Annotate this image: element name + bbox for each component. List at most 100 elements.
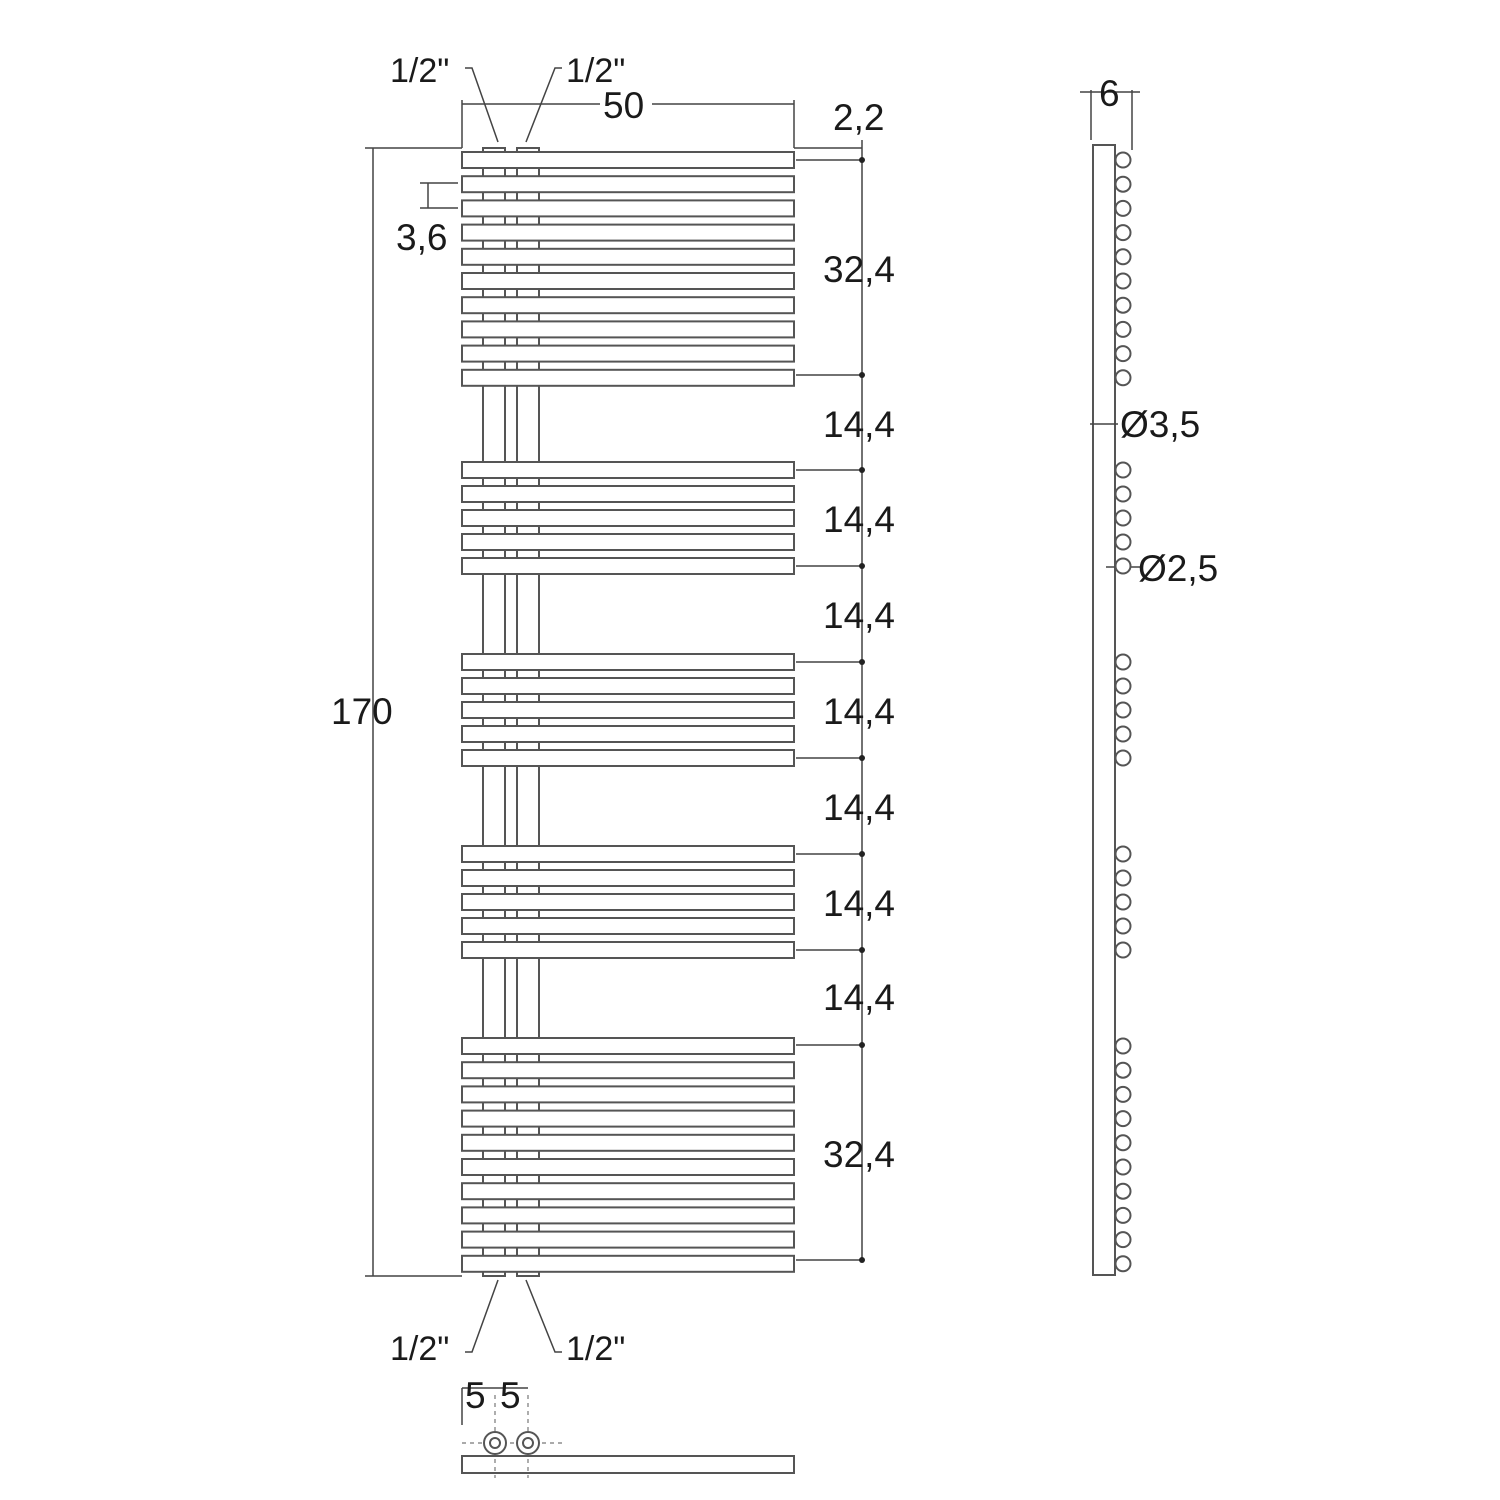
heating-bar [461, 151, 795, 169]
bar-section [1114, 461, 1132, 479]
heating-bar [461, 917, 795, 935]
bar-section [1114, 1134, 1132, 1152]
bar-section [1114, 533, 1132, 551]
heating-bar [461, 701, 795, 719]
dimension-tick [859, 467, 865, 473]
dimension-tick [859, 755, 865, 761]
heating-bar [461, 175, 795, 194]
dimension-tick [859, 1042, 865, 1048]
heating-bar [461, 247, 795, 266]
heating-bars [461, 151, 795, 1273]
bar-section [1114, 1231, 1132, 1249]
heating-bar [461, 461, 795, 479]
heating-bar [461, 509, 795, 527]
bar-section [1114, 749, 1132, 767]
heating-bar [461, 653, 795, 671]
label-gap-6: 14,4 [823, 883, 895, 924]
dimension-tick [859, 851, 865, 857]
heating-bar [461, 1133, 795, 1152]
label-bottom-offset-left: 5 [465, 1375, 486, 1416]
heating-bar [461, 1158, 795, 1176]
heating-bar [461, 272, 795, 290]
heating-bar [461, 557, 795, 575]
heating-bar [461, 1037, 795, 1055]
bar-section [1114, 1037, 1132, 1055]
heating-bar [461, 845, 795, 863]
bar-section [1114, 941, 1132, 959]
label-gap-4: 14,4 [823, 691, 895, 732]
bar-section [1114, 369, 1132, 387]
label-connection-bottom-left: 1/2" [390, 1330, 449, 1368]
label-bar-pitch: 3,6 [396, 217, 447, 258]
bar-section [1114, 1110, 1132, 1128]
bar-section [1114, 845, 1132, 863]
heating-bar [461, 199, 795, 218]
bar-section [1114, 199, 1132, 217]
bar-section [1114, 175, 1132, 193]
bottom-view [461, 1387, 795, 1478]
heating-bar [461, 1254, 795, 1273]
bar-section [1114, 485, 1132, 503]
bar-section [1114, 509, 1132, 527]
bar-section [1114, 677, 1132, 695]
heating-bar [461, 677, 795, 695]
dimension-ticks [859, 157, 865, 1263]
heating-bar [461, 320, 795, 339]
bar-section [1114, 1206, 1132, 1224]
heating-bar [461, 1061, 795, 1080]
label-connection-top-right: 1/2" [566, 52, 625, 90]
bar-section [1114, 1085, 1132, 1103]
heating-bar [461, 344, 795, 363]
heating-bar [461, 296, 795, 315]
dimension-tick [859, 157, 865, 163]
heating-bar [461, 1085, 795, 1104]
dimension-tick [859, 659, 865, 665]
bar-section [1114, 151, 1132, 169]
dimension-tick [859, 372, 865, 378]
heating-bar [461, 368, 795, 387]
label-bottom-offset-right: 5 [500, 1375, 521, 1416]
bar-section [1114, 869, 1132, 887]
dimension-tick [859, 563, 865, 569]
bar-section [1114, 1255, 1132, 1273]
heating-bar [461, 725, 795, 743]
label-gap-2: 14,4 [823, 499, 895, 540]
bar-section [1114, 917, 1132, 935]
label-connection-top-left: 1/2" [390, 52, 449, 90]
label-collector-diameter: Ø3,5 [1120, 404, 1200, 445]
heating-bar [461, 1182, 795, 1201]
label-bar-diameter: Ø2,5 [1138, 548, 1218, 589]
bar-section [1114, 557, 1132, 575]
bar-section [1114, 248, 1132, 266]
label-width: 50 [603, 85, 644, 126]
dimension-tick [859, 947, 865, 953]
heating-bar [461, 485, 795, 503]
label-gap-3: 14,4 [823, 595, 895, 636]
bar-section [1114, 296, 1132, 314]
heating-bar [461, 533, 795, 551]
heating-bar [461, 749, 795, 767]
dimension-tick [859, 1257, 865, 1263]
bar-section [1114, 320, 1132, 338]
heating-bar [461, 223, 795, 242]
label-bottom-group: 32,4 [823, 1134, 895, 1175]
bar-section [1114, 224, 1132, 242]
label-top-group: 32,4 [823, 249, 895, 290]
heating-bar [461, 941, 795, 959]
label-connection-bottom-right: 1/2" [566, 1330, 625, 1368]
bar-section [1114, 701, 1132, 719]
side-bar-sections [1114, 151, 1132, 1273]
bar-section [1114, 725, 1132, 743]
heating-bar [461, 1109, 795, 1128]
heating-bar [461, 1206, 795, 1225]
bar-section [1114, 893, 1132, 911]
bar-section [1114, 1182, 1132, 1200]
label-height: 170 [331, 691, 393, 732]
label-gap-7: 14,4 [823, 977, 895, 1018]
label-wall-gap: 2,2 [833, 97, 884, 138]
label-gap-1: 14,4 [823, 404, 895, 445]
heating-bar [461, 1230, 795, 1249]
heating-bar [461, 893, 795, 911]
bar-section [1114, 272, 1132, 290]
